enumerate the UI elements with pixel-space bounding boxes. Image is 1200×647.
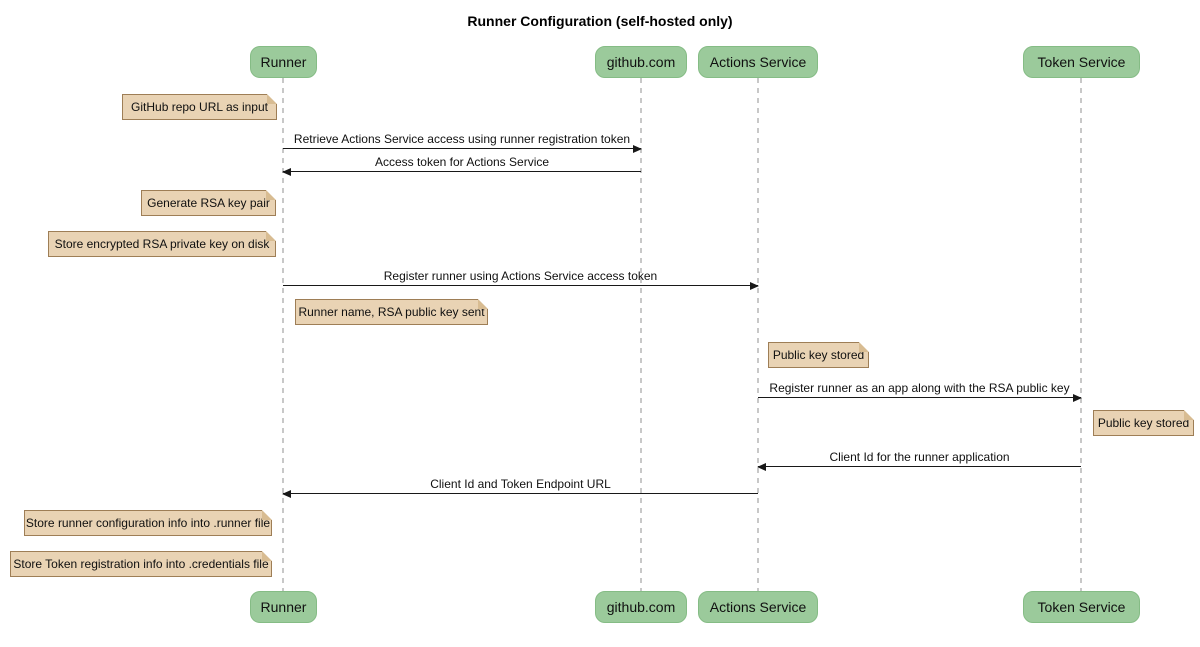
arrowhead-right-icon [750, 282, 759, 290]
arrowhead-left-icon [282, 490, 291, 498]
note-public-key-stored-token: Public key stored [1093, 410, 1194, 436]
message-line [283, 285, 758, 286]
message-register-runner: Register runner using Actions Service ac… [283, 269, 759, 290]
message-label: Register runner as an app along with the… [769, 381, 1070, 395]
message-label: Retrieve Actions Service access using ru… [293, 132, 631, 146]
participant-github-bottom: github.com [595, 591, 687, 623]
participant-token-service-top: Token Service [1023, 46, 1140, 78]
note-store-runner-configuration: Store runner configuration info into .ru… [24, 510, 272, 536]
message-label: Client Id for the runner application [829, 450, 1010, 464]
message-access-token-for-actions-service: Access token for Actions Service [282, 155, 641, 176]
note-runner-name-public-key-sent: Runner name, RSA public key sent [295, 299, 488, 325]
note-generate-rsa-key-pair: Generate RSA key pair [141, 190, 276, 216]
lifeline-runner [282, 78, 284, 591]
participant-runner-bottom: Runner [250, 591, 317, 623]
lifeline-actions-service [757, 78, 759, 591]
message-line [283, 171, 641, 172]
arrowhead-right-icon [633, 145, 642, 153]
note-github-repo-url-input: GitHub repo URL as input [122, 94, 277, 120]
participant-github-top: github.com [595, 46, 687, 78]
participant-token-service-bottom: Token Service [1023, 591, 1140, 623]
message-line [758, 466, 1081, 467]
lifeline-token-service [1080, 78, 1082, 591]
note-store-encrypted-rsa-key: Store encrypted RSA private key on disk [48, 231, 276, 257]
message-register-runner-as-app: Register runner as an app along with the… [758, 381, 1082, 402]
participant-runner-top: Runner [250, 46, 317, 78]
message-client-id-for-runner-application: Client Id for the runner application [757, 450, 1081, 471]
message-label: Access token for Actions Service [374, 155, 550, 169]
arrowhead-left-icon [282, 168, 291, 176]
message-retrieve-actions-service-access: Retrieve Actions Service access using ru… [283, 132, 642, 153]
message-line [283, 493, 758, 494]
participant-actions-service-top: Actions Service [698, 46, 818, 78]
lifeline-github [640, 78, 642, 591]
message-line [283, 148, 641, 149]
diagram-title: Runner Configuration (self-hosted only) [467, 13, 733, 29]
message-label: Client Id and Token Endpoint URL [430, 477, 611, 491]
arrowhead-left-icon [757, 463, 766, 471]
message-label: Register runner using Actions Service ac… [383, 269, 658, 283]
note-public-key-stored-actions: Public key stored [768, 342, 869, 368]
message-client-id-and-token-endpoint-url: Client Id and Token Endpoint URL [282, 477, 758, 498]
message-line [758, 397, 1081, 398]
participant-actions-service-bottom: Actions Service [698, 591, 818, 623]
arrowhead-right-icon [1073, 394, 1082, 402]
note-store-token-registration: Store Token registration info into .cred… [10, 551, 272, 577]
